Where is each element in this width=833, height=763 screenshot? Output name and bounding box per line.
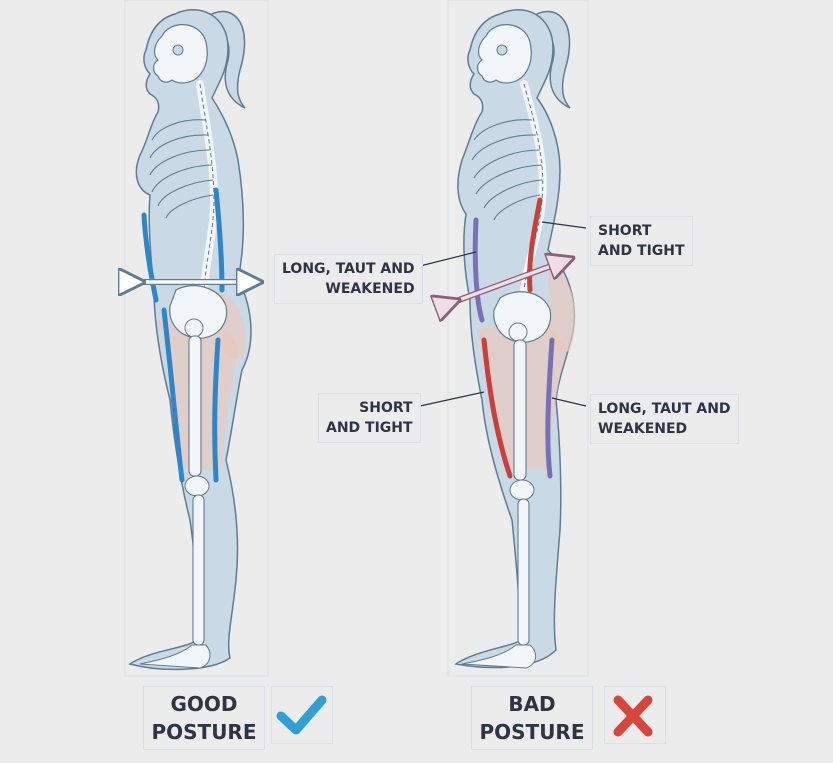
bad-mark-box (604, 686, 666, 744)
bad-label-short-tight-back: SHORT AND TIGHT (590, 216, 693, 266)
cross-icon (613, 695, 653, 737)
bad-posture-caption: BAD POSTURE (471, 686, 593, 750)
bad-posture-figure (448, 9, 575, 669)
leader-lines (419, 221, 587, 407)
good-posture-figure (130, 9, 251, 671)
good-mark-box (271, 686, 333, 744)
good-label-long-taut-weakened: LONG, TAUT AND WEAKENED (274, 254, 423, 304)
checkmark-icon (276, 695, 327, 735)
bad-label-short-tight-front: SHORT AND TIGHT (318, 393, 421, 443)
good-posture-caption: GOOD POSTURE (143, 686, 265, 750)
bad-label-long-taut-weakened: LONG, TAUT AND WEAKENED (590, 394, 739, 444)
